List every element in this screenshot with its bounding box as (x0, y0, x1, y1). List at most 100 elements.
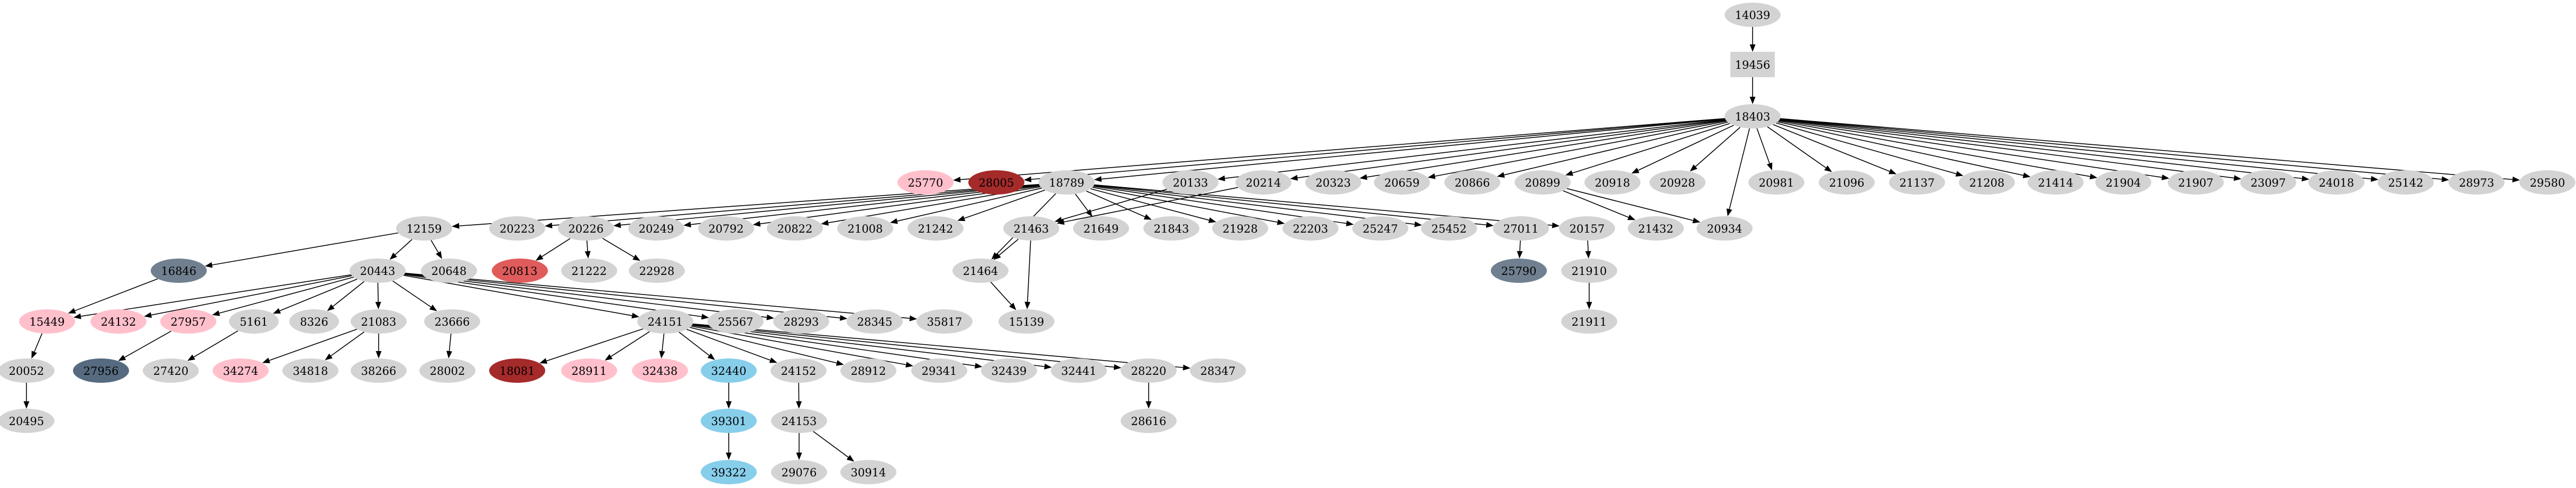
arrowhead-20214-21463 (1057, 219, 1065, 225)
arrowhead-24151-28220 (1113, 364, 1122, 370)
arrowhead-24151-32441 (1044, 363, 1052, 370)
node-ellipse-25770 (897, 170, 954, 195)
node-28293: 28293 (773, 309, 829, 334)
arrowhead-18403-21096 (1824, 165, 1832, 172)
node-label-21242: 21242 (918, 223, 954, 235)
node-label-29341: 29341 (922, 365, 957, 377)
node-box-19456 (1730, 52, 1775, 77)
node-label-23666: 23666 (435, 316, 470, 328)
node-label-20157: 20157 (1570, 223, 1605, 235)
arrowhead-21464-15139 (1009, 302, 1016, 310)
node-16846: 16846 (151, 259, 207, 283)
node-ellipse-20813 (492, 259, 548, 283)
arrowhead-20899-20934 (1692, 217, 1701, 224)
node-label-21137: 21137 (1900, 177, 1935, 189)
arrowhead-18403-20866 (1497, 172, 1505, 178)
arrowhead-18403-28973 (2441, 176, 2450, 182)
node-ellipse-20866 (1444, 170, 1500, 195)
node-ellipse-20226 (558, 216, 614, 241)
edge-21463-21464 (998, 238, 1019, 256)
node-ellipse-20822 (767, 216, 823, 241)
node-21432: 21432 (1628, 216, 1684, 241)
node-21008: 21008 (837, 216, 893, 241)
edge-18403-24018 (1780, 119, 2302, 179)
node-22928: 22928 (629, 259, 685, 283)
arrowhead-18789-21649 (1085, 209, 1093, 217)
node-label-32439: 32439 (992, 365, 1027, 377)
arrowhead-18403-25142 (2370, 176, 2379, 182)
node-label-27420: 27420 (153, 365, 189, 377)
arrowhead-32440-39301 (726, 401, 732, 409)
arrowhead-18403-20899 (1565, 170, 1573, 176)
node-ellipse-28911 (561, 358, 617, 383)
arrowhead-20443-23666 (429, 305, 437, 311)
node-15449: 15449 (19, 309, 75, 334)
edge-18789-20226 (620, 185, 1040, 226)
node-29076: 29076 (771, 460, 827, 484)
node-label-20866: 20866 (1455, 177, 1490, 189)
node-ellipse-32440 (701, 358, 757, 383)
arrowhead-18789-21928 (1208, 217, 1216, 223)
node-label-20323: 20323 (1316, 177, 1351, 189)
node-ellipse-28616 (1121, 409, 1177, 433)
arrowhead-18789-20157 (1552, 222, 1560, 228)
arrowhead-20443-25567 (701, 314, 709, 320)
node-ellipse-16846 (151, 259, 207, 283)
edge-20226-20813 (542, 238, 571, 257)
node-20659: 20659 (1374, 170, 1430, 195)
node-8326: 8326 (289, 309, 339, 334)
node-label-28293: 28293 (784, 316, 819, 328)
arrowhead-24151-28911 (604, 354, 613, 361)
arrowhead-18789-27011 (1486, 222, 1494, 228)
node-20648: 20648 (421, 259, 477, 283)
node-20495: 20495 (0, 409, 54, 433)
edge-12159-16846 (212, 232, 398, 265)
node-label-20214: 20214 (1246, 177, 1281, 189)
node-label-21096: 21096 (1829, 177, 1865, 189)
node-label-25452: 25452 (1432, 223, 1467, 235)
node-label-20648: 20648 (432, 265, 467, 278)
node-label-24153: 24153 (782, 415, 817, 428)
node-21083: 21083 (351, 309, 407, 334)
edge-20443-5161 (279, 279, 357, 311)
node-29580: 29580 (2519, 170, 2575, 195)
edges-layer (23, 27, 2520, 462)
node-ellipse-28002 (419, 358, 475, 383)
arrowhead-20226-22928 (632, 254, 640, 261)
node-ellipse-20249 (628, 216, 684, 241)
node-ellipse-21432 (1628, 216, 1684, 241)
node-ellipse-20157 (1559, 216, 1615, 241)
node-label-39322: 39322 (711, 466, 747, 479)
node-label-20659: 20659 (1385, 177, 1420, 189)
node-20866: 20866 (1444, 170, 1500, 195)
node-ellipse-20918 (1584, 170, 1640, 195)
node-ellipse-20981 (1748, 170, 1804, 195)
edge-18403-23097 (1779, 119, 2234, 179)
node-20981: 20981 (1748, 170, 1804, 195)
node-ellipse-21414 (2028, 170, 2084, 195)
node-ellipse-30914 (840, 460, 896, 484)
arrowhead-18789-21008 (890, 218, 898, 224)
node-21911: 21911 (1561, 309, 1617, 334)
arrowhead-18789-22203 (1277, 219, 1285, 225)
node-ellipse-28347 (1190, 358, 1246, 383)
edge-20226-22928 (602, 237, 635, 257)
node-label-21222: 21222 (572, 265, 607, 278)
node-18789: 18789 (1039, 170, 1095, 195)
node-label-23097: 23097 (2251, 177, 2286, 189)
edge-20443-15449 (80, 274, 352, 317)
node-ellipse-29076 (771, 460, 827, 484)
edge-18403-20323 (1367, 120, 1727, 178)
arrowhead-18403-18789 (1094, 176, 1102, 182)
edge-18789-25452 (1093, 185, 1415, 225)
node-label-18403: 18403 (1735, 111, 1771, 123)
node-label-28347: 28347 (1200, 365, 1236, 377)
node-label-28220: 28220 (1131, 365, 1167, 377)
node-ellipse-21904 (2095, 170, 2151, 195)
node-label-28345: 28345 (857, 316, 893, 328)
edge-24151-24152 (686, 329, 771, 361)
node-18403: 18403 (1725, 104, 1781, 128)
node-label-20899: 20899 (1525, 177, 1561, 189)
node-label-21008: 21008 (848, 223, 883, 235)
